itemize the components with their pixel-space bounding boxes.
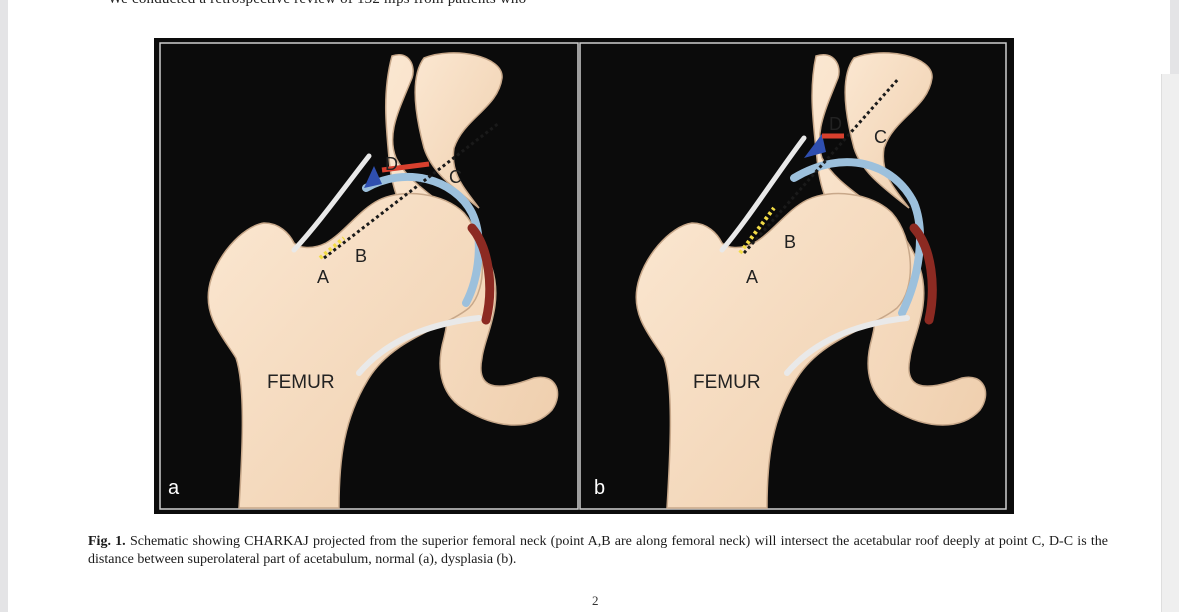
ab-dots: [318, 236, 346, 260]
label-b-femur: FEMUR: [693, 372, 761, 393]
label-b-point-B: B: [784, 232, 796, 252]
body-text-line: We conducted a retrospective review of 1…: [108, 0, 526, 8]
label-a-point-C: C: [449, 167, 462, 187]
scrollbar-track[interactable]: [1161, 74, 1179, 612]
page-number: 2: [592, 593, 599, 608]
caption-label: Fig. 1.: [88, 534, 126, 549]
paper-page: We conducted a retrospective review of 1…: [8, 0, 1170, 612]
figure-illustration: A B D C FEMUR a A B D C FEMUR b: [159, 42, 1007, 510]
labrum: [364, 166, 382, 188]
femur-bone: [207, 192, 484, 509]
dc-segment: [381, 161, 430, 173]
label-a-point-D: D: [385, 154, 398, 174]
capsule-lower: [784, 315, 910, 376]
figure-1: A B D C FEMUR a A B D C FEMUR b: [154, 38, 1014, 514]
projection-line: [742, 77, 901, 254]
capsule-lower: [356, 315, 482, 376]
panel-b-label: b: [594, 477, 605, 499]
projection-line: [323, 121, 500, 260]
caption-text: Schematic showing CHARKAJ projected from…: [88, 534, 1108, 567]
capsule-line: [719, 135, 807, 253]
muscle: [467, 223, 495, 325]
figure-caption: Fig. 1. Schematic showing CHARKAJ projec…: [88, 533, 1108, 569]
panel-b: [579, 42, 1007, 510]
muscle: [909, 223, 937, 325]
femur-bone: [635, 192, 912, 509]
panel-a-label: a: [168, 477, 180, 499]
label-b-point-D: D: [829, 114, 842, 134]
cartilage-layer: [790, 158, 924, 317]
label-a-point-A: A: [317, 267, 329, 287]
pelvis-upper: [414, 52, 503, 209]
panel-a: [159, 42, 579, 510]
labrum: [804, 134, 826, 158]
label-a-point-B: B: [355, 246, 367, 266]
label-b-point-C: C: [874, 127, 887, 147]
label-b-point-A: A: [746, 267, 758, 287]
cartilage-layer: [362, 172, 483, 307]
capsule-line: [291, 153, 372, 253]
label-a-femur: FEMUR: [267, 372, 335, 393]
